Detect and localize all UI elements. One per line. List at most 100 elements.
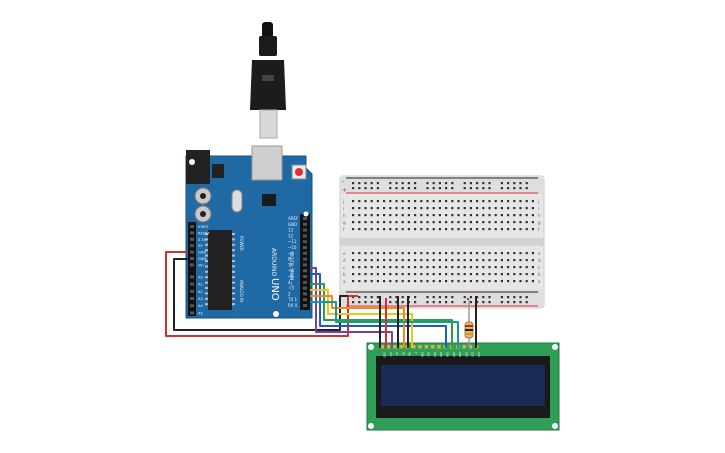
header-pin-hole[interactable]	[303, 240, 307, 244]
breadboard-hole[interactable]	[389, 214, 392, 217]
breadboard-hole[interactable]	[513, 259, 516, 262]
breadboard-hole[interactable]	[364, 301, 367, 304]
breadboard-hole[interactable]	[401, 187, 404, 190]
breadboard-hole[interactable]	[507, 296, 510, 299]
header-pin-hole[interactable]	[303, 217, 307, 220]
breadboard-hole[interactable]	[494, 228, 497, 231]
header-pin-hole[interactable]	[303, 234, 307, 238]
breadboard-hole[interactable]	[476, 187, 479, 190]
breadboard-hole[interactable]	[352, 214, 355, 217]
breadboard-hole[interactable]	[451, 214, 454, 217]
breadboard-hole[interactable]	[438, 187, 441, 190]
lcd-pin[interactable]	[437, 345, 441, 349]
wire-gnd-black[interactable]	[173, 258, 348, 331]
breadboard-hole[interactable]	[531, 228, 534, 231]
breadboard-hole[interactable]	[469, 273, 472, 276]
breadboard-hole[interactable]	[507, 280, 510, 283]
breadboard-hole[interactable]	[469, 266, 472, 269]
breadboard-hole[interactable]	[507, 301, 510, 304]
breadboard-hole[interactable]	[513, 182, 516, 185]
breadboard-hole[interactable]	[445, 259, 448, 262]
breadboard-hole[interactable]	[432, 252, 435, 255]
breadboard-hole[interactable]	[432, 259, 435, 262]
breadboard-hole[interactable]	[463, 273, 466, 276]
breadboard-hole[interactable]	[469, 301, 472, 304]
breadboard-hole[interactable]	[389, 280, 392, 283]
breadboard-hole[interactable]	[507, 187, 510, 190]
breadboard-hole[interactable]	[414, 228, 417, 231]
breadboard-hole[interactable]	[469, 296, 472, 299]
breadboard-hole[interactable]	[451, 187, 454, 190]
lcd-pin[interactable]	[462, 345, 466, 349]
wire-d2-teal[interactable]	[310, 301, 459, 348]
breadboard-hole[interactable]	[457, 221, 460, 224]
breadboard-hole[interactable]	[500, 296, 503, 299]
breadboard-hole[interactable]	[352, 207, 355, 210]
breadboard-hole[interactable]	[476, 273, 479, 276]
breadboard-hole[interactable]	[352, 228, 355, 231]
breadboard-hole[interactable]	[370, 296, 373, 299]
breadboard-hole[interactable]	[463, 280, 466, 283]
breadboard-hole[interactable]	[513, 252, 516, 255]
breadboard-hole[interactable]	[352, 252, 355, 255]
breadboard-hole[interactable]	[525, 259, 528, 262]
breadboard-hole[interactable]	[389, 221, 392, 224]
breadboard-hole[interactable]	[420, 221, 423, 224]
breadboard-hole[interactable]	[469, 182, 472, 185]
breadboard-hole[interactable]	[457, 280, 460, 283]
resistor[interactable]	[464, 300, 474, 348]
breadboard-hole[interactable]	[488, 296, 491, 299]
breadboard-hole[interactable]	[370, 266, 373, 269]
breadboard-hole[interactable]	[352, 280, 355, 283]
breadboard-hole[interactable]	[488, 280, 491, 283]
breadboard-hole[interactable]	[420, 207, 423, 210]
breadboard-hole[interactable]	[389, 266, 392, 269]
breadboard-hole[interactable]	[401, 221, 404, 224]
breadboard-hole[interactable]	[395, 296, 398, 299]
breadboard-hole[interactable]	[420, 280, 423, 283]
lcd-pin[interactable]	[424, 345, 429, 349]
breadboard-hole[interactable]	[445, 296, 448, 299]
breadboard-hole[interactable]	[376, 207, 379, 210]
breadboard-hole[interactable]	[488, 214, 491, 217]
breadboard-hole[interactable]	[364, 187, 367, 190]
breadboard-hole[interactable]	[370, 252, 373, 255]
breadboard-hole[interactable]	[352, 301, 355, 304]
breadboard-hole[interactable]	[469, 214, 472, 217]
wire-5v-red[interactable]	[165, 251, 358, 337]
breadboard-hole[interactable]	[482, 301, 485, 304]
breadboard-hole[interactable]	[432, 187, 435, 190]
breadboard-hole[interactable]	[463, 221, 466, 224]
header-pin-hole[interactable]	[190, 237, 194, 241]
breadboard-hole[interactable]	[352, 296, 355, 299]
breadboard-hole[interactable]	[389, 252, 392, 255]
header-pin-hole[interactable]	[303, 304, 307, 307]
breadboard-hole[interactable]	[376, 252, 379, 255]
breadboard-hole[interactable]	[525, 200, 528, 203]
breadboard-hole[interactable]	[414, 214, 417, 217]
breadboard-hole[interactable]	[488, 207, 491, 210]
header-pin-hole[interactable]	[190, 225, 194, 228]
breadboard-hole[interactable]	[438, 280, 441, 283]
header-pin-hole[interactable]	[303, 298, 307, 302]
header-pin-hole[interactable]	[303, 263, 307, 267]
breadboard-hole[interactable]	[420, 259, 423, 262]
breadboard-hole[interactable]	[476, 214, 479, 217]
breadboard-hole[interactable]	[463, 301, 466, 304]
breadboard-hole[interactable]	[370, 200, 373, 203]
breadboard-hole[interactable]	[426, 214, 429, 217]
breadboard-hole[interactable]	[519, 214, 522, 217]
breadboard-hole[interactable]	[401, 266, 404, 269]
breadboard-hole[interactable]	[358, 200, 361, 203]
breadboard-hole[interactable]	[488, 252, 491, 255]
lcd-pin[interactable]	[412, 345, 416, 349]
breadboard-hole[interactable]	[438, 273, 441, 276]
breadboard-hole[interactable]	[507, 207, 510, 210]
usb-cable[interactable]	[250, 22, 286, 139]
breadboard-hole[interactable]	[383, 259, 386, 262]
breadboard-hole[interactable]	[358, 301, 361, 304]
breadboard-hole[interactable]	[438, 301, 441, 304]
breadboard-hole[interactable]	[426, 200, 429, 203]
breadboard-hole[interactable]	[352, 187, 355, 190]
breadboard-hole[interactable]	[451, 252, 454, 255]
